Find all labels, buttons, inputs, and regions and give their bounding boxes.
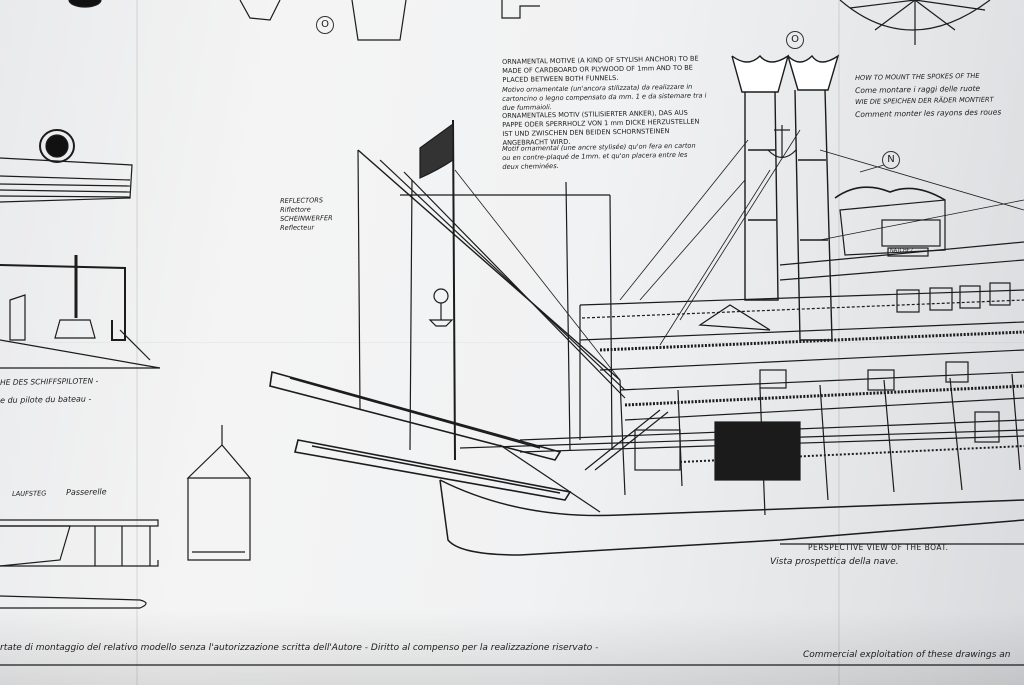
porthole-glass [45, 134, 69, 158]
ref-mark-n: N [882, 151, 900, 169]
perspective-caption-it: Vista prospettica della nave. [770, 557, 899, 567]
texas-deck [698, 241, 1024, 331]
top-porthole [68, 0, 102, 8]
ornament-note-fr: Motif ornamental (une ancre stylisée) qu… [502, 141, 696, 171]
camera-shadow [0, 610, 1024, 685]
ornament-note-en: ORNAMENTAL MOTIVE (A KIND OF STYLISH ANC… [502, 54, 699, 84]
perspective-caption-en: PERSPECTIVE VIEW OF THE BOAT. [808, 543, 949, 552]
porthole [39, 129, 75, 163]
stairs [584, 409, 669, 471]
railings [581, 299, 1024, 463]
gangway-label-fr: Passerelle [66, 487, 107, 497]
top-part-drawing-1 [239, 0, 281, 21]
reflectors-label: REFLECTORS Riflettore SCHEINWERFER Refle… [280, 196, 333, 232]
flag [419, 122, 454, 179]
anchor-ornament [767, 125, 797, 159]
superstructure [579, 289, 1024, 516]
hull-side-lines [0, 157, 133, 203]
derrick-masts [357, 119, 626, 461]
hanging-platform [186, 425, 252, 561]
lattice-panel [634, 429, 681, 471]
pilothouse-sign: NATCHEZ [890, 248, 914, 254]
pilothouse-window [881, 219, 941, 247]
ref-mark-o-top: O [316, 16, 334, 34]
top-part-drawing-3 [501, 0, 540, 19]
fold-line-right [838, 0, 840, 685]
paddle-wheel-arc [839, 0, 991, 31]
engine-room-opening [714, 421, 801, 481]
cabin-windows [759, 282, 1011, 443]
pilot-cabin-detail [0, 255, 161, 369]
gangway-detail [0, 519, 159, 609]
pilothouse [834, 186, 946, 257]
smokestacks [731, 54, 840, 341]
pilot-note-de: HE DES SCHIFFSPILOTEN - [0, 376, 99, 387]
footer-copyright-it: rtate di montaggio del relativo modello … [0, 643, 599, 653]
bell-post [428, 288, 454, 327]
footer-copyright-en: Commercial exploitation of these drawing… [803, 650, 1011, 660]
rigging-lines [454, 129, 1024, 381]
hull [439, 479, 1024, 556]
spokes-note: HOW TO MOUNT THE SPOKES OF THE Come mont… [855, 71, 1002, 119]
pilot-note-fr: e du pilote du bateau - [0, 394, 92, 405]
ref-mark-o-funnel: O [786, 31, 804, 49]
gangway-label-de: LAUFSTEG [12, 489, 47, 498]
stage-booms [269, 370, 572, 501]
top-part-drawing-2 [351, 0, 407, 41]
fold-line-left [136, 0, 138, 685]
paddle-wheel-spokes [849, 0, 986, 45]
